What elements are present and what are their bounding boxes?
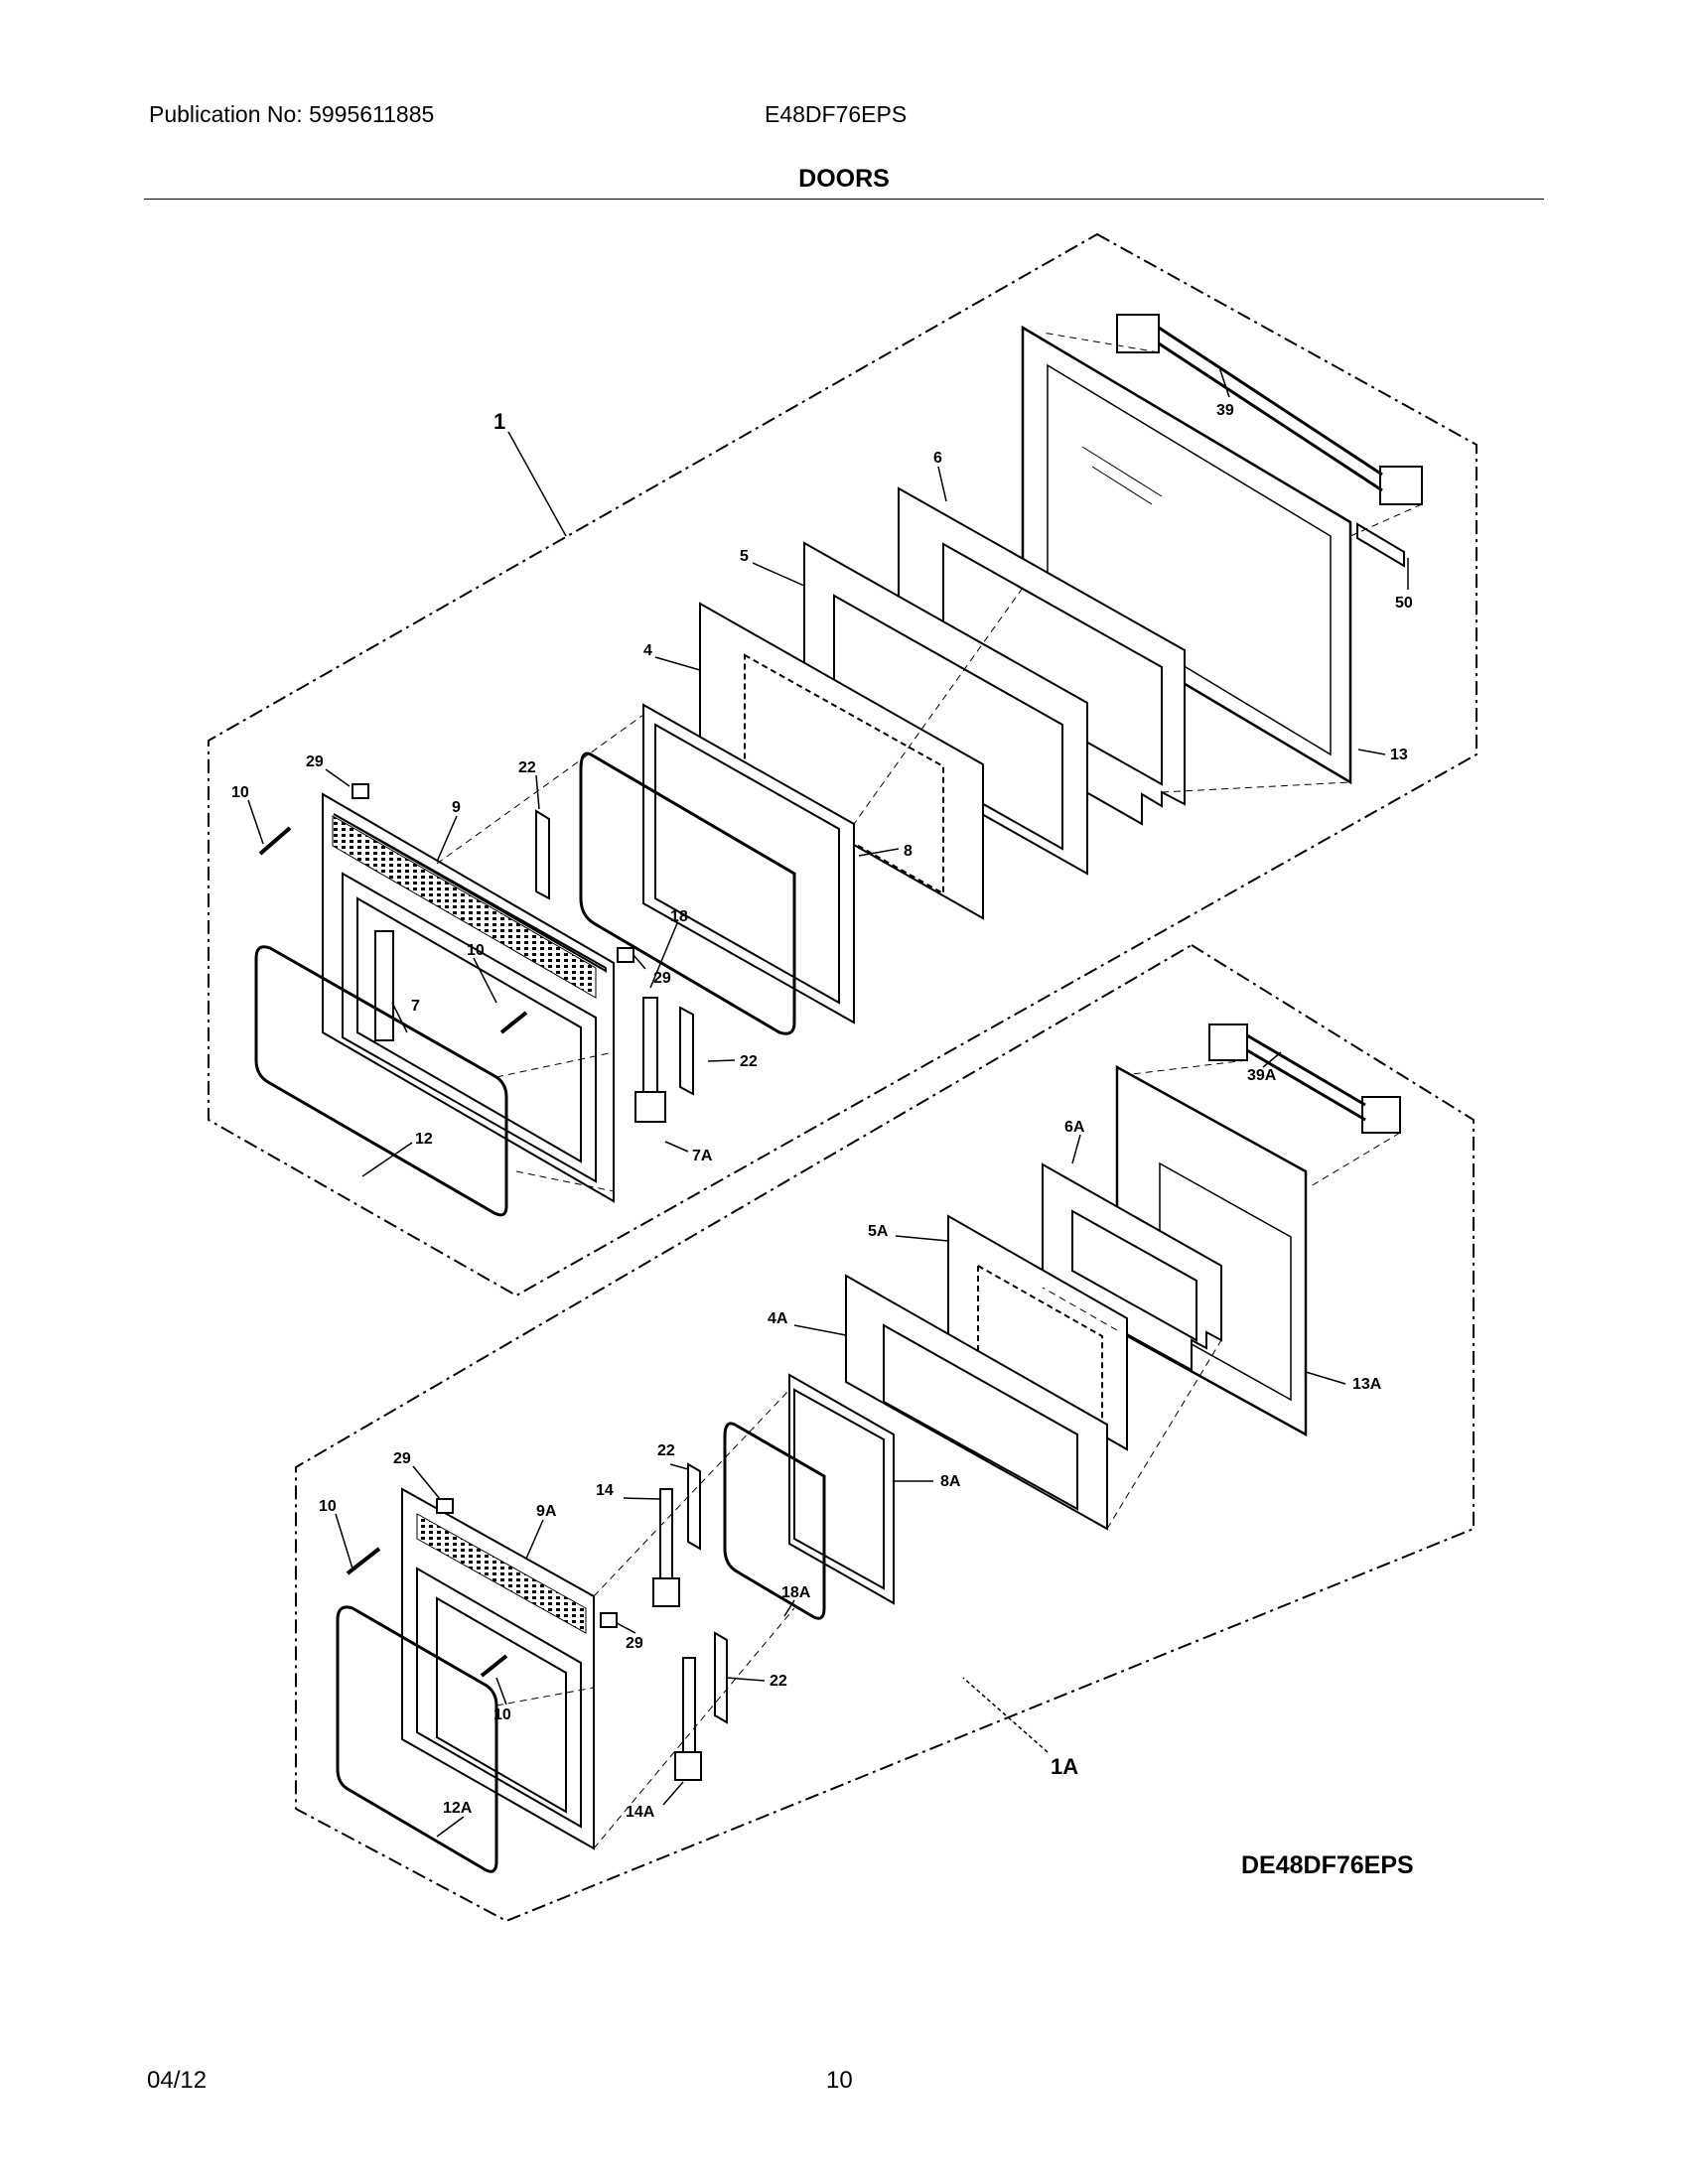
callout-12A: 12A <box>443 1800 473 1817</box>
upper-callouts: 1 6 5 4 39 50 13 29 10 9 22 8 18 29 10 7… <box>231 402 1413 1164</box>
callout-6: 6 <box>933 450 942 467</box>
lower-assembly-outline <box>295 943 1475 1923</box>
callout-13A: 13A <box>1352 1376 1382 1393</box>
callout-4: 4 <box>643 642 652 659</box>
callout-18A: 18A <box>781 1584 811 1601</box>
callout-8: 8 <box>904 843 913 860</box>
inner-glass-8A <box>788 1373 895 1605</box>
alignment-lines-lower <box>495 1059 1401 1849</box>
gasket-12 <box>254 945 508 1217</box>
callout-7: 7 <box>411 998 420 1015</box>
handle-39 <box>1116 314 1423 505</box>
callout-12: 12 <box>415 1131 433 1148</box>
upper-door-assembly <box>208 232 1477 1297</box>
screw-10-lower-inner <box>480 1654 508 1678</box>
inner-glass-8 <box>642 703 855 1024</box>
callout-14A: 14A <box>626 1804 655 1821</box>
callout-22-upper: 22 <box>518 759 536 776</box>
callout-7A: 7A <box>692 1148 713 1164</box>
callout-10-lower-inner: 10 <box>493 1706 511 1723</box>
callout-29-lower-top: 29 <box>393 1450 411 1467</box>
callout-4A: 4A <box>768 1310 788 1327</box>
door-frame-5 <box>803 541 1088 876</box>
callout-50: 50 <box>1395 595 1413 612</box>
page-number: 10 <box>826 2067 853 2094</box>
screw-10-lower-left <box>346 1547 381 1575</box>
callout-10-left: 10 <box>231 784 249 801</box>
callout-1A: 1A <box>1051 1754 1078 1779</box>
callout-8A: 8A <box>940 1473 961 1490</box>
leaders-upper <box>247 366 1409 1177</box>
clip-50 <box>1356 522 1405 568</box>
callout-1: 1 <box>493 409 505 434</box>
hinge-7A <box>634 997 666 1123</box>
strip-22-upper <box>535 809 550 900</box>
callout-29-top: 29 <box>306 753 324 770</box>
screw-10-left <box>258 826 292 856</box>
inner-door-panel-9A <box>401 1487 595 1850</box>
header-rule <box>144 199 1544 200</box>
callout-9A: 9A <box>536 1503 557 1520</box>
callout-22-lower-lower: 22 <box>770 1673 787 1690</box>
gasket-18 <box>579 751 796 1035</box>
callout-9: 9 <box>452 799 461 816</box>
lower-callouts: 39A 6A 5A 4A 13A 29 10 9A 14 22 8A 18A 2… <box>319 1067 1382 1821</box>
callout-22-lower-upper: 22 <box>657 1442 675 1459</box>
strip-22-lower-upper <box>687 1462 701 1551</box>
inner-door-panel-9 <box>322 792 615 1203</box>
clip-29-lower-side <box>600 1612 618 1628</box>
callout-29-lower-side: 29 <box>626 1635 643 1652</box>
screw-10-inner <box>499 1011 528 1034</box>
clip-29-top <box>352 783 369 799</box>
callout-10-lower-left: 10 <box>319 1498 337 1515</box>
handle-39A <box>1208 1024 1401 1134</box>
gasket-12A <box>336 1605 498 1873</box>
callout-5A: 5A <box>868 1223 889 1240</box>
door-frame-4 <box>699 602 984 920</box>
diagram-code: DE48DF76EPS <box>1241 1851 1414 1879</box>
strip-22-lower-lower <box>714 1631 728 1724</box>
model-number: E48DF76EPS <box>765 101 908 127</box>
callout-5: 5 <box>740 548 749 565</box>
callout-14: 14 <box>596 1482 614 1499</box>
callout-10-inner: 10 <box>467 942 485 959</box>
callout-22-lower: 22 <box>740 1053 758 1070</box>
upper-assembly-outline <box>208 232 1477 1297</box>
hinge-14A <box>674 1657 702 1781</box>
callout-29-side: 29 <box>653 970 671 987</box>
strip-22-lower-right <box>679 1006 694 1096</box>
callout-6A: 6A <box>1064 1119 1085 1136</box>
clip-29-lower-top <box>436 1498 454 1514</box>
gasket-18A <box>723 1422 826 1620</box>
outer-door-panel-13 <box>1021 325 1352 785</box>
lower-door-assembly <box>295 943 1475 1923</box>
hinge-14 <box>652 1488 680 1607</box>
page-title: DOORS <box>798 165 890 193</box>
footer-date: 04/12 <box>147 2067 208 2094</box>
door-frame-5A <box>947 1214 1128 1451</box>
callout-39: 39 <box>1216 402 1234 419</box>
leaders-lower <box>335 1051 1346 1838</box>
clip-29-side <box>617 947 634 963</box>
callout-18: 18 <box>670 908 688 925</box>
alignment-lines-upper <box>436 332 1423 1192</box>
callout-13: 13 <box>1390 747 1408 763</box>
publication-number: Publication No: 5995611885 <box>149 101 435 127</box>
callout-39A: 39A <box>1247 1067 1277 1084</box>
